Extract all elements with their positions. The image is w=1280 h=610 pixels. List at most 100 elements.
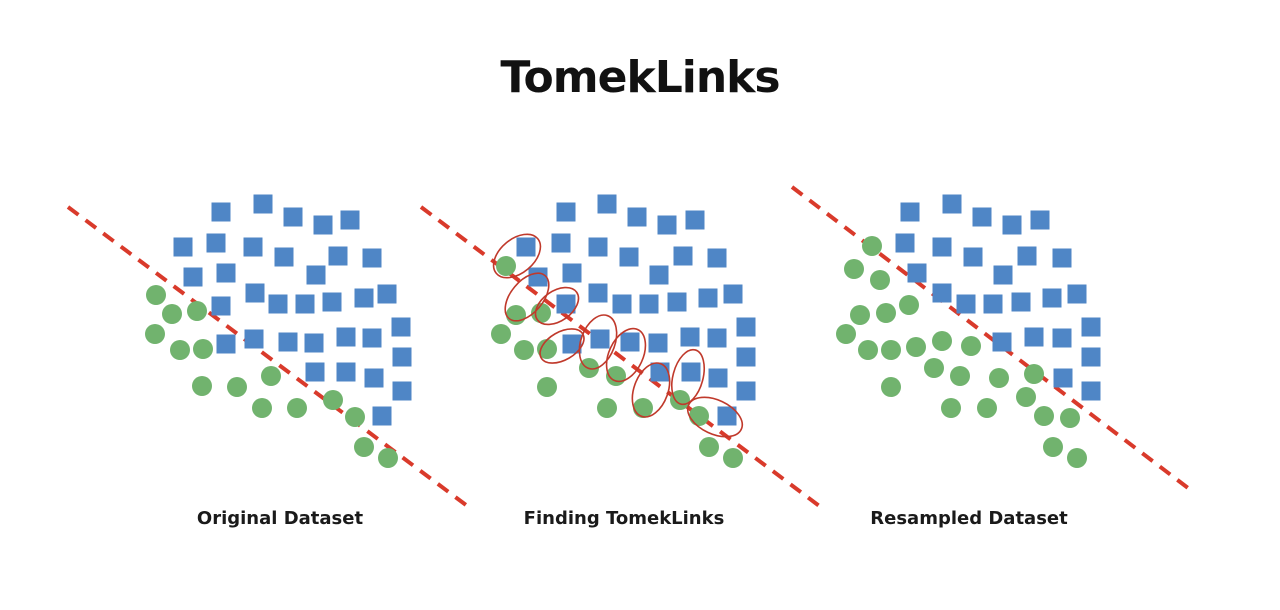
majority-square [336,327,356,347]
minority-circle [287,398,307,418]
minority-circle [899,295,919,315]
minority-circle [961,336,981,356]
majority-square [304,333,324,353]
minority-circle [345,407,365,427]
majority-square [278,332,298,352]
minority-circle [1016,387,1036,407]
majority-square [588,237,608,257]
minority-circle [850,305,870,325]
minority-circle [844,259,864,279]
majority-square [391,317,411,337]
decision-boundary-line [790,185,1194,493]
panel-resampled-dataset [790,185,1194,493]
panel-original-dataset [66,194,472,510]
majority-square [1081,347,1101,367]
majority-square [336,362,356,382]
majority-square [173,237,193,257]
majority-square [1081,381,1101,401]
minority-circle [261,366,281,386]
minority-circle [977,398,997,418]
majority-square [657,215,677,235]
majority-square [681,362,701,382]
majority-square [328,246,348,266]
minority-circle [597,398,617,418]
minority-circle [192,376,212,396]
minority-circle [145,324,165,344]
majority-square [736,317,756,337]
tomek-link-ellipse [686,396,744,438]
minority-circle [537,377,557,397]
minority-circle [1060,408,1080,428]
majority-square [392,347,412,367]
majority-square [588,283,608,303]
tomek-link-ellipse [492,233,542,279]
majority-square [590,329,610,349]
majority-square [620,332,640,352]
majority-square [667,292,687,312]
minority-circle [924,358,944,378]
majority-square [211,296,231,316]
minority-circle [491,324,511,344]
majority-square [322,292,342,312]
majority-square [707,248,727,268]
minority-circle [162,304,182,324]
panel-label-resampled: Resampled Dataset [870,508,1068,529]
majority-square [243,237,263,257]
majority-square [377,284,397,304]
majority-square [528,267,548,287]
minority-circle [170,340,190,360]
minority-circle [193,339,213,359]
minority-circle [950,366,970,386]
majority-square [216,334,236,354]
majority-square [680,327,700,347]
majority-square [619,247,639,267]
minority-circle [537,339,557,359]
majority-square [707,328,727,348]
majority-square [183,267,203,287]
majority-square [305,362,325,382]
panel-label-finding: Finding TomekLinks [523,508,725,529]
page-title: TomekLinks [500,52,780,103]
decision-boundary-line [66,205,472,510]
majority-square [1042,288,1062,308]
majority-square [956,294,976,314]
majority-square [612,294,632,314]
minority-circle [496,256,516,276]
minority-circle [876,303,896,323]
majority-square [983,294,1003,314]
majority-square [1067,284,1087,304]
minority-circle [870,270,890,290]
minority-circle [858,340,878,360]
minority-circle [906,337,926,357]
minority-circle [689,406,709,426]
minority-circle [252,398,272,418]
majority-square [253,194,273,214]
decision-boundary-line [419,205,824,510]
minority-circle [354,437,374,457]
tomek-link-ellipse [534,286,580,326]
majority-square [639,294,659,314]
majority-square [673,246,693,266]
majority-square [932,237,952,257]
majority-square [717,406,737,426]
minority-circle [323,390,343,410]
minority-circle [881,340,901,360]
majority-square [216,263,236,283]
majority-square [993,265,1013,285]
majority-square [206,233,226,253]
majority-square [900,202,920,222]
majority-square [556,294,576,314]
minority-circle [862,236,882,256]
tomek-link-ellipse [504,272,550,322]
tomek-link-ellipse [631,362,671,418]
majority-square [562,334,582,354]
majority-square [392,381,412,401]
minority-circle [506,305,526,325]
majority-square [1017,246,1037,266]
minority-circle [187,301,207,321]
minority-circle [881,377,901,397]
minority-circle [670,390,690,410]
majority-square [895,233,915,253]
minority-circle [1034,406,1054,426]
majority-square [1052,328,1072,348]
